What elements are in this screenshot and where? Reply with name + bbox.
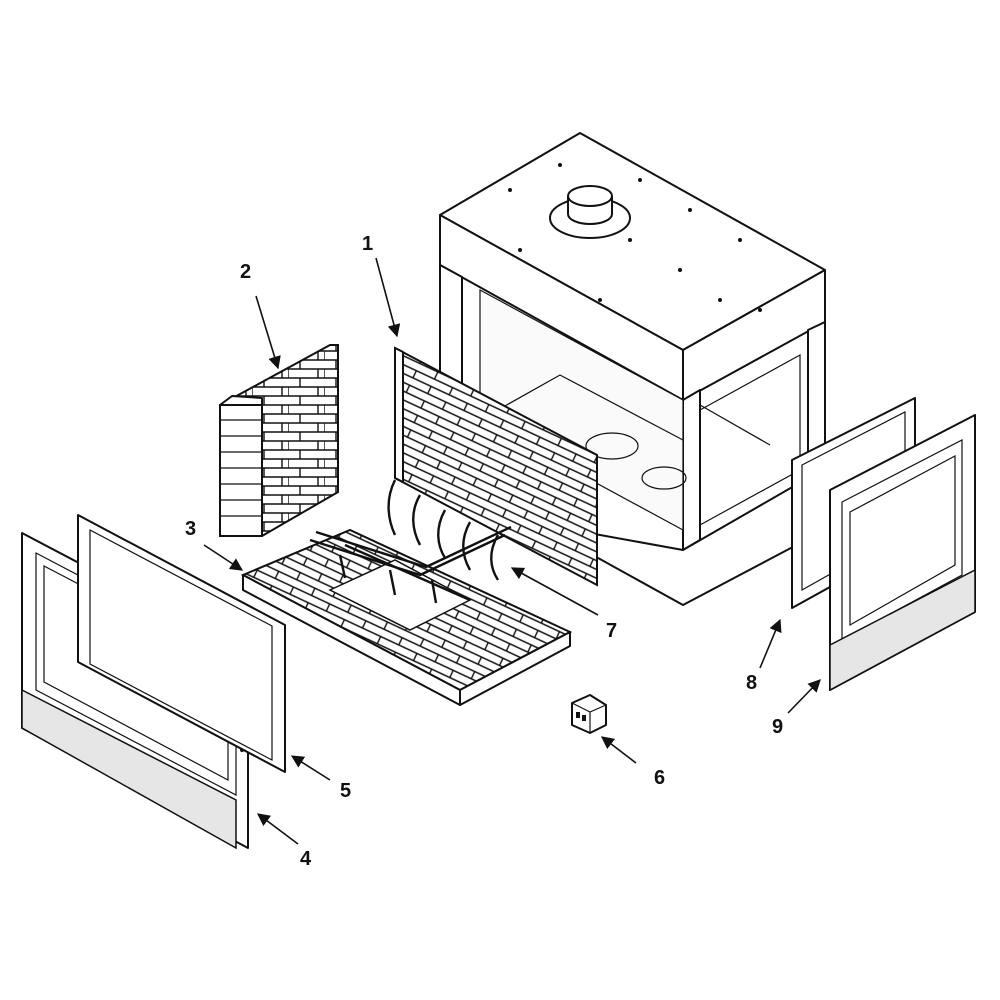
- leader-9: [787, 679, 821, 714]
- leader-1: [375, 257, 401, 338]
- side-door-frame: [829, 414, 976, 692]
- front-glass-panel: [77, 514, 286, 773]
- junction-box: [571, 694, 607, 734]
- callout-7: 7: [606, 620, 617, 642]
- callout-8: 8: [746, 672, 757, 694]
- callout-leaders: [203, 257, 821, 845]
- leader-3: [203, 544, 244, 571]
- callout-5: 5: [340, 780, 351, 802]
- callout-2: 2: [240, 261, 251, 283]
- callout-6: 6: [654, 767, 665, 789]
- refractory-hearth: [240, 528, 573, 706]
- vent-hole-2: [641, 466, 687, 490]
- callout-1: 1: [362, 233, 373, 255]
- refractory-side-panel: [219, 344, 339, 537]
- leader-6: [600, 736, 637, 764]
- firebox-unit: [439, 132, 826, 606]
- leader-7: [510, 567, 599, 616]
- callout-4: 4: [300, 848, 312, 870]
- leader-2: [255, 295, 281, 370]
- log-grate: [309, 479, 512, 604]
- leader-4: [256, 813, 299, 845]
- vent-hole-1: [585, 432, 639, 460]
- callout-3: 3: [185, 518, 196, 540]
- refractory-back-panel: [394, 346, 598, 587]
- flue-collar: [549, 185, 631, 239]
- leader-5: [290, 755, 331, 781]
- callout-9: 9: [772, 716, 783, 738]
- firebox-interior: [479, 288, 684, 532]
- leader-8: [759, 618, 782, 669]
- firebox-corner-post: [682, 389, 701, 551]
